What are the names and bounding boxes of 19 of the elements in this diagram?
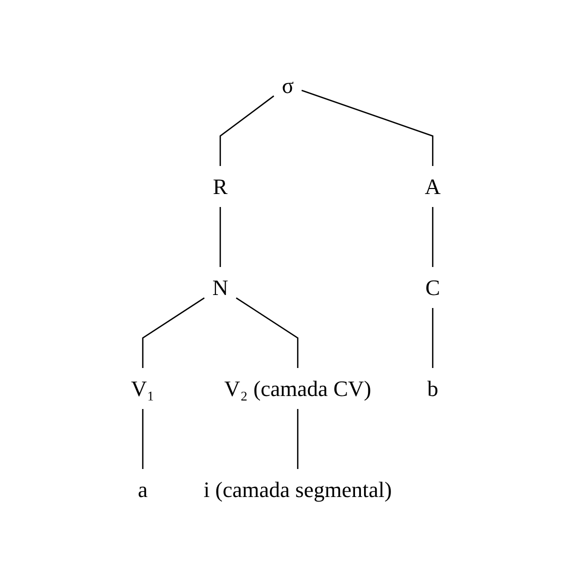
node-text: V₂ (camada CV) <box>224 376 372 400</box>
node-text: b <box>427 376 438 400</box>
node-text: a <box>138 476 148 502</box>
connector <box>302 89 434 166</box>
node-text: N <box>212 274 228 300</box>
node-text: R <box>213 174 228 198</box>
connector <box>236 296 299 368</box>
node-text: V₁ <box>131 376 155 400</box>
connector <box>432 308 434 368</box>
node-text: A <box>424 174 441 198</box>
connector <box>142 296 205 368</box>
connector <box>220 94 274 166</box>
connector <box>220 206 222 266</box>
node-text: σ <box>282 72 294 98</box>
connector <box>142 408 144 468</box>
node-text: i (camada segmental) <box>204 476 392 502</box>
node-text: C <box>426 274 440 300</box>
connector <box>432 206 434 266</box>
connector <box>297 408 299 468</box>
